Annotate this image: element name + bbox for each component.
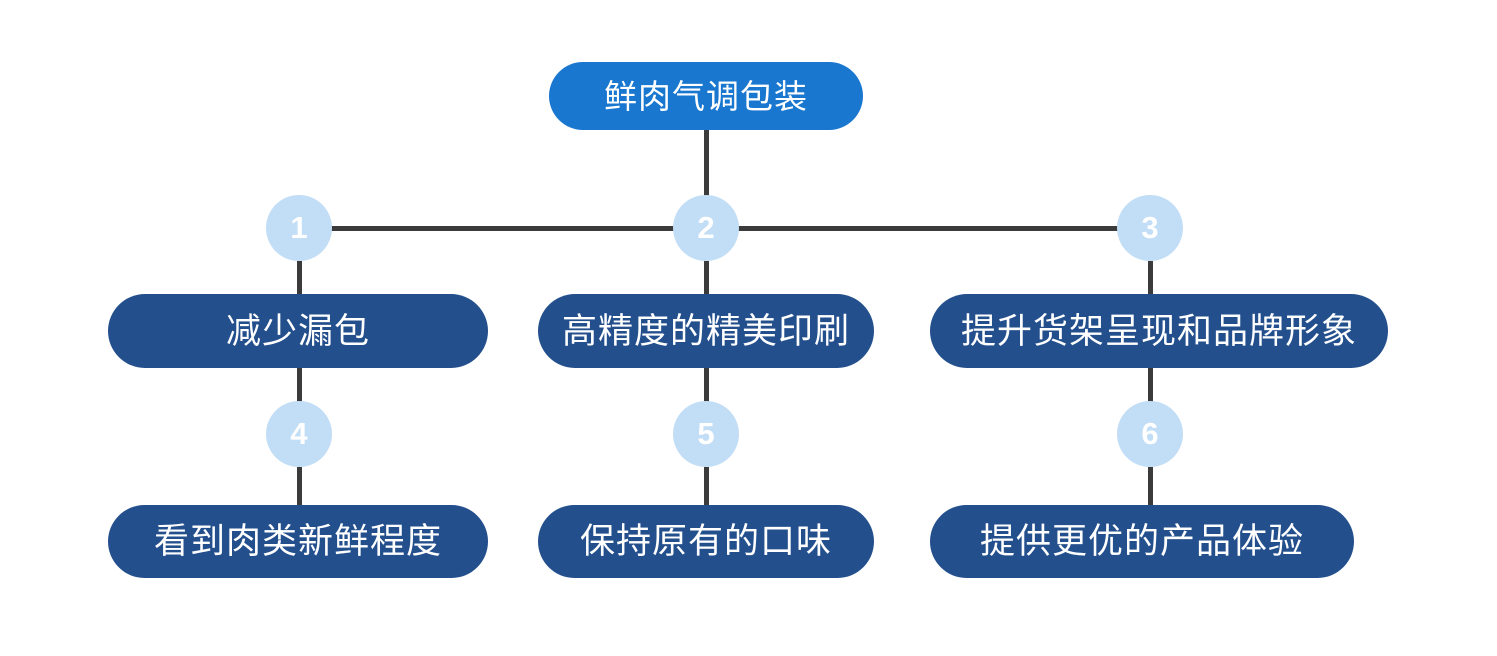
connector-step2-down (704, 261, 709, 295)
step-circle-6[interactable]: 6 (1117, 401, 1183, 467)
branch-box-5[interactable]: 保持原有的口味 (538, 505, 874, 578)
branch-box-2[interactable]: 高精度的精美印刷 (538, 294, 874, 368)
step-circle-1-number: 1 (290, 209, 308, 245)
branch-box-3-label: 提升货架呈现和品牌形象 (960, 311, 1357, 351)
branch-box-3[interactable]: 提升货架呈现和品牌形象 (930, 294, 1388, 368)
connector-box3-to-step6 (1148, 368, 1153, 402)
connector-box1-to-step4 (297, 368, 302, 402)
step-circle-1[interactable]: 1 (266, 195, 332, 261)
connector-bus-right (738, 226, 1120, 231)
branch-box-1[interactable]: 减少漏包 (108, 294, 488, 368)
step-circle-5[interactable]: 5 (673, 401, 739, 467)
connector-step4-down (297, 467, 302, 506)
connector-step1-down (297, 261, 302, 295)
connector-bus-left (330, 226, 675, 231)
branch-box-5-label: 保持原有的口味 (579, 522, 832, 561)
root-node[interactable]: 鲜肉气调包装 (549, 62, 863, 130)
branch-box-2-label: 高精度的精美印刷 (561, 311, 850, 351)
root-node-label: 鲜肉气调包装 (604, 77, 808, 115)
branch-box-1-label: 减少漏包 (225, 311, 370, 351)
connector-root-to-bus (704, 129, 709, 197)
step-circle-2-number: 2 (697, 209, 715, 245)
branch-box-6-label: 提供更优的产品体验 (979, 522, 1304, 561)
connector-step5-down (704, 467, 709, 506)
connector-step3-down (1148, 261, 1153, 295)
branch-box-4-label: 看到肉类新鲜程度 (153, 522, 442, 561)
connector-box2-to-step5 (704, 368, 709, 402)
step-circle-3[interactable]: 3 (1117, 195, 1183, 261)
step-circle-6-number: 6 (1141, 415, 1159, 451)
step-circle-5-number: 5 (697, 415, 715, 451)
connector-step6-down (1148, 467, 1153, 506)
step-circle-2[interactable]: 2 (673, 195, 739, 261)
step-circle-3-number: 3 (1141, 209, 1159, 245)
branch-box-4[interactable]: 看到肉类新鲜程度 (108, 505, 488, 578)
branch-box-6[interactable]: 提供更优的产品体验 (930, 505, 1354, 578)
step-circle-4[interactable]: 4 (266, 401, 332, 467)
step-circle-4-number: 4 (290, 415, 308, 451)
